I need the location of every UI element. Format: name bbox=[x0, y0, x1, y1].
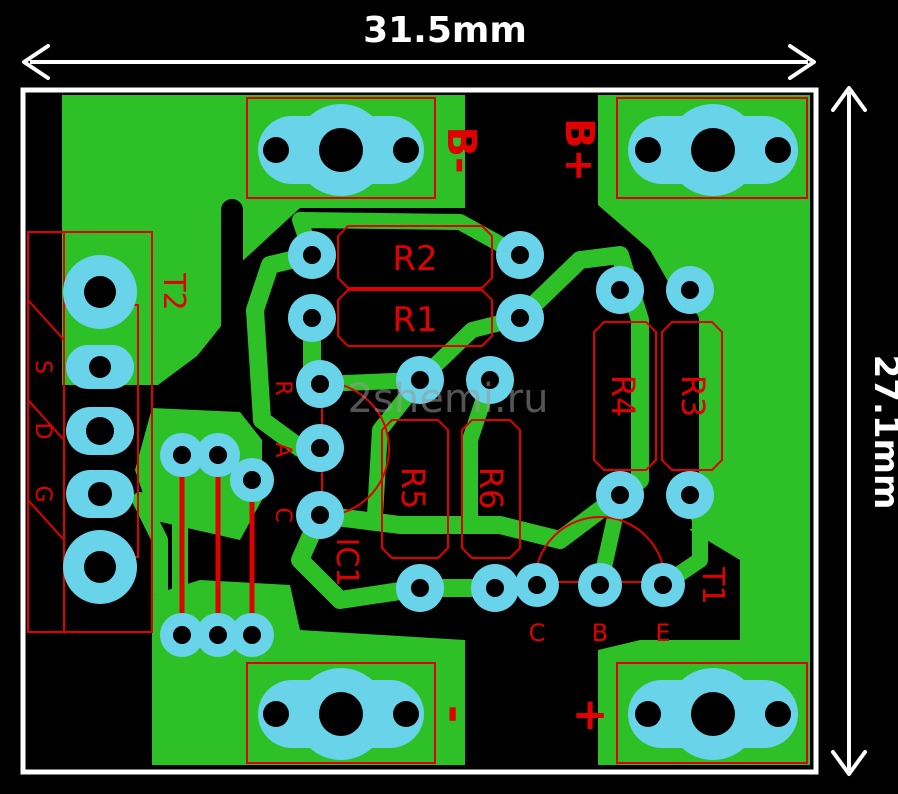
r6-outline bbox=[461, 419, 521, 559]
r5-outline bbox=[381, 419, 449, 559]
label-r2: R2 bbox=[392, 239, 437, 279]
pads bbox=[63, 104, 798, 760]
label-ic1: IC1 bbox=[329, 538, 364, 587]
label-r6: R6 bbox=[472, 467, 510, 510]
t1-body bbox=[534, 516, 666, 583]
r2-outline bbox=[337, 225, 493, 289]
terminal-out-plus-pads bbox=[628, 668, 798, 760]
terminal-labels: B- B+ - + bbox=[429, 118, 608, 740]
label-out-minus: - bbox=[429, 705, 480, 723]
watermark: 2shemi.ru bbox=[348, 376, 549, 422]
label-b-minus: B- bbox=[438, 126, 484, 173]
width-dimension: 31.5mm bbox=[22, 10, 816, 80]
terminal-out-plus-outline bbox=[616, 662, 808, 764]
t1-pin-b: B bbox=[592, 619, 608, 647]
label-r5: R5 bbox=[394, 467, 432, 510]
label-r3: R3 bbox=[674, 375, 712, 418]
silkscreen bbox=[27, 97, 808, 764]
terminal-b-plus-pads bbox=[628, 104, 798, 196]
ic1-pin-a: A bbox=[270, 442, 295, 457]
t1-pin-c: C bbox=[529, 619, 546, 647]
ic1-pin-r: R bbox=[270, 380, 295, 395]
label-out-plus: + bbox=[572, 689, 609, 740]
width-label: 31.5mm bbox=[363, 10, 527, 51]
terminal-b-minus-pads bbox=[258, 104, 424, 196]
t2-pin-s: S bbox=[30, 360, 55, 374]
t2-pin-d: D bbox=[30, 423, 55, 440]
pin-labels: C B E R A C S D G bbox=[30, 360, 671, 647]
copper-pour-right bbox=[598, 95, 810, 765]
height-label: 27.1mm bbox=[866, 355, 898, 510]
r4-outline bbox=[593, 321, 657, 471]
t1-pin-e: E bbox=[655, 619, 670, 647]
r3-outline bbox=[661, 321, 723, 471]
height-dimension: 27.1mm bbox=[831, 86, 898, 776]
label-t1: T1 bbox=[695, 566, 730, 604]
label-r4: R4 bbox=[604, 375, 642, 418]
terminal-out-minus-outline bbox=[246, 662, 436, 764]
label-t2: T2 bbox=[156, 272, 191, 310]
jumper-wires bbox=[179, 455, 255, 635]
ic1-pin-c: C bbox=[270, 507, 295, 522]
terminal-b-minus-outline bbox=[246, 97, 436, 199]
terminal-b-plus-outline bbox=[616, 97, 808, 199]
t2-pin-g: G bbox=[30, 485, 55, 502]
t2-pads bbox=[63, 255, 137, 604]
terminal-out-minus-pads bbox=[258, 668, 424, 760]
r1-outline bbox=[337, 289, 493, 347]
label-b-plus: B+ bbox=[556, 118, 602, 182]
component-labels: R2 R1 R5 R6 R4 R3 IC1 T1 T2 bbox=[156, 239, 730, 605]
label-r1: R1 bbox=[392, 300, 437, 340]
component-pads bbox=[160, 231, 714, 657]
ic1-body bbox=[321, 381, 390, 517]
